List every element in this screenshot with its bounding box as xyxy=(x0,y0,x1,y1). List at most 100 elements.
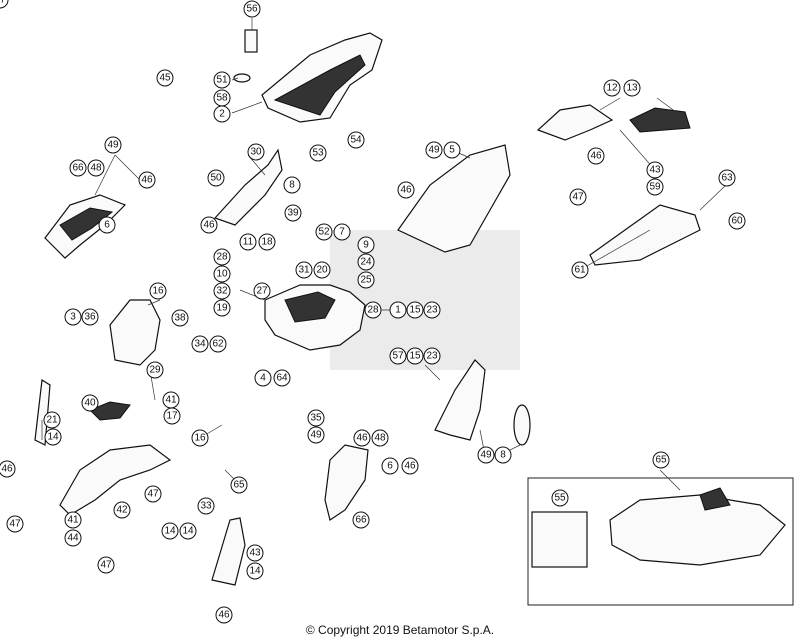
callout-number: 50 xyxy=(210,173,222,184)
callout-circle xyxy=(43,411,61,429)
callout-17: 17 xyxy=(163,407,181,425)
callout-43: 43 xyxy=(246,544,264,562)
callout-circle xyxy=(213,248,231,266)
callout-number: 46 xyxy=(1,464,13,475)
callout-circle xyxy=(113,501,131,519)
cable-loop xyxy=(513,404,531,446)
callout-number: 47 xyxy=(572,192,584,203)
callout-67: 67 xyxy=(0,0,9,9)
callout-2: 2 xyxy=(213,105,231,123)
headlight-mask xyxy=(109,299,161,366)
callout-52: 52 xyxy=(315,223,333,241)
callout-32: 32 xyxy=(213,282,231,300)
callout-circle xyxy=(258,233,276,251)
airbox-cover xyxy=(213,148,283,226)
callout-number: 8 xyxy=(289,180,295,191)
callout-36: 36 xyxy=(81,308,99,326)
callout-number: 43 xyxy=(649,165,661,176)
callout-14: 14 xyxy=(161,522,179,540)
callout-circle xyxy=(0,460,16,478)
callout-45: 45 xyxy=(156,69,174,87)
radiator-shroud xyxy=(324,444,369,521)
callout-66: 66 xyxy=(352,511,370,529)
callout-number: 44 xyxy=(67,533,79,544)
callout-20: 20 xyxy=(313,261,331,279)
callout-42: 42 xyxy=(113,501,131,519)
callout-circle xyxy=(443,141,461,159)
callout-15: 15 xyxy=(406,301,424,319)
callout-46: 46 xyxy=(215,606,233,624)
callout-number: 14 xyxy=(164,526,176,537)
callout-31: 31 xyxy=(295,261,313,279)
callout-number: 34 xyxy=(194,339,206,350)
callout-7: 7 xyxy=(333,223,351,241)
decal-segment xyxy=(699,487,731,511)
callout-number: 45 xyxy=(159,73,171,84)
callout-23: 23 xyxy=(423,347,441,365)
callout-number: 46 xyxy=(356,433,368,444)
callout-number: 61 xyxy=(574,265,586,276)
seat-shading xyxy=(273,54,366,116)
callout-63: 63 xyxy=(718,169,736,187)
callout-circle xyxy=(215,606,233,624)
callout-number: 48 xyxy=(90,163,102,174)
callout-circle xyxy=(389,347,407,365)
callout-circle xyxy=(81,394,99,412)
callout-circle xyxy=(247,143,265,161)
callout-circle xyxy=(571,261,589,279)
callout-circle xyxy=(191,429,209,447)
callout-number: 65 xyxy=(655,455,667,466)
callout-62: 62 xyxy=(209,335,227,353)
callout-number: 10 xyxy=(216,269,228,280)
callout-number: 16 xyxy=(152,286,164,297)
callout-number: 14 xyxy=(182,526,194,537)
callout-number: 46 xyxy=(400,185,412,196)
callout-circle xyxy=(283,176,301,194)
callout-46: 46 xyxy=(401,457,419,475)
callout-number: 15 xyxy=(409,305,421,316)
callout-circle xyxy=(423,347,441,365)
front-fender xyxy=(59,444,172,516)
callout-65: 65 xyxy=(652,451,670,469)
callout-47: 47 xyxy=(97,556,115,574)
callout-circle xyxy=(200,216,218,234)
callout-24: 24 xyxy=(357,253,375,271)
fender-bracket-17 xyxy=(89,401,131,421)
callout-14: 14 xyxy=(179,522,197,540)
callout-circle xyxy=(213,282,231,300)
callout-circle xyxy=(64,529,82,547)
callout-number: 49 xyxy=(310,430,322,441)
callout-28: 28 xyxy=(364,301,382,319)
callout-15: 15 xyxy=(406,347,424,365)
callout-8: 8 xyxy=(283,176,301,194)
callout-number: 28 xyxy=(216,252,228,263)
callout-circle xyxy=(104,136,122,154)
callout-number: 49 xyxy=(428,145,440,156)
callout-number: 35 xyxy=(310,413,322,424)
callout-circle xyxy=(603,79,621,97)
callout-circle xyxy=(156,69,174,87)
callout-number: 49 xyxy=(107,140,119,151)
callout-12: 12 xyxy=(603,79,621,97)
callout-6: 6 xyxy=(98,216,116,234)
callout-number: 23 xyxy=(426,351,438,362)
callout-circle xyxy=(587,147,605,165)
callout-circle xyxy=(551,489,569,507)
callout-58: 58 xyxy=(213,89,231,107)
callout-circle xyxy=(307,426,325,444)
callout-circle xyxy=(191,335,209,353)
callout-number: 47 xyxy=(9,519,21,530)
callout-circle xyxy=(81,308,99,326)
callout-circle xyxy=(163,407,181,425)
rim-sticker-67 xyxy=(531,511,588,568)
callout-5: 5 xyxy=(443,141,461,159)
callout-46: 46 xyxy=(397,181,415,199)
callout-number: 6 xyxy=(104,220,110,231)
callout-number: 6 xyxy=(387,461,393,472)
callout-56: 56 xyxy=(243,0,261,18)
callout-number: 24 xyxy=(360,257,372,268)
callout-number: 46 xyxy=(218,610,230,621)
callout-number: 38 xyxy=(174,313,186,324)
callout-number: 16 xyxy=(194,433,206,444)
